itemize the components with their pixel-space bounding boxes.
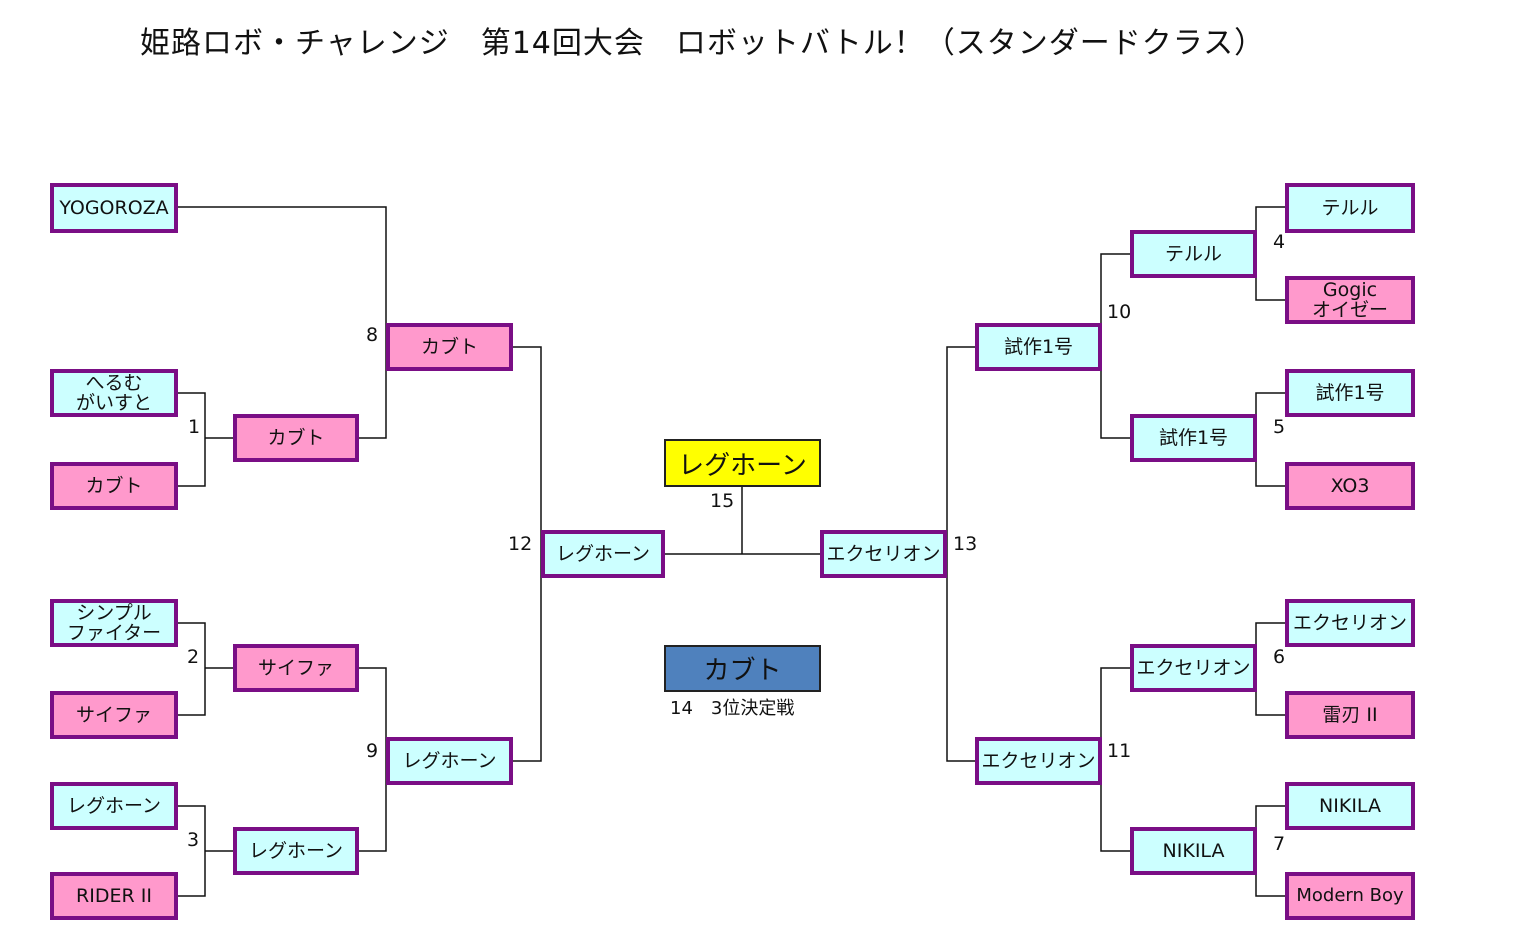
round2-box: エクセリオン <box>1130 644 1257 692</box>
entrant-box: Gogic オイゼー <box>1285 276 1415 324</box>
entrant-box: へるむ がいすと <box>50 369 178 417</box>
bracket-line <box>1100 253 1130 439</box>
match-number: 2 <box>187 646 200 668</box>
match-number: 3 <box>187 829 200 851</box>
bracket-line <box>1255 206 1286 301</box>
semifinal-box-left: レグホーン <box>541 530 665 578</box>
entrant-box: レグホーン <box>50 782 178 830</box>
match-number: 7 <box>1273 833 1286 855</box>
match-number: 15 <box>710 490 735 512</box>
match-number: 10 <box>1107 301 1132 323</box>
round2-box: レグホーン <box>233 827 359 875</box>
entrant-box: RIDER II <box>50 872 178 920</box>
bracket-line <box>178 805 206 897</box>
round3-box: カブト <box>386 323 513 371</box>
match-number: 13 <box>953 533 978 555</box>
match-number: 4 <box>1273 231 1286 253</box>
page-title: 姫路ロボ・チャレンジ 第14回大会 ロボットバトル！（スタンダードクラス） <box>140 26 1266 61</box>
entrant-box: サイファ <box>50 691 178 739</box>
round2-box: NIKILA <box>1130 827 1257 875</box>
bracket-line <box>178 392 206 487</box>
round2-box: カブト <box>233 414 359 462</box>
round2-box: サイファ <box>233 644 359 692</box>
entrant-box: 試作1号 <box>1285 369 1415 417</box>
entrant-box: 雷刃 II <box>1285 691 1415 739</box>
entrant-box: NIKILA <box>1285 782 1415 830</box>
semifinal-box-right: エクセリオン <box>820 530 947 578</box>
match-number: 8 <box>366 324 379 346</box>
third-place-label: 14 3位決定戦 <box>670 698 795 719</box>
third-place-box: カブト <box>664 645 821 692</box>
bracket-line <box>359 347 387 439</box>
bracket-line <box>1255 622 1286 716</box>
round3-box: エクセリオン <box>975 737 1102 785</box>
entrant-box: シンプル ファイター <box>50 599 178 647</box>
bracket-line <box>946 346 975 762</box>
entrant-box: テルル <box>1285 183 1415 233</box>
match-number: 9 <box>366 740 379 762</box>
bracket-line <box>178 206 387 347</box>
entrant-box: エクセリオン <box>1285 599 1415 647</box>
bracket-line <box>1255 392 1286 487</box>
match-number: 12 <box>508 533 533 555</box>
round2-box: テルル <box>1130 230 1257 278</box>
round2-box: 試作1号 <box>1130 414 1257 462</box>
entrant-box: YOGOROZA <box>50 183 178 233</box>
match-number: 11 <box>1107 740 1132 762</box>
entrant-box: Modern Boy <box>1285 872 1415 920</box>
entrant-box: カブト <box>50 462 178 510</box>
match-number: 1 <box>188 416 201 438</box>
bracket-line <box>178 622 206 716</box>
match-number: 6 <box>1273 646 1286 668</box>
round3-box: レグホーン <box>386 737 513 785</box>
round3-box: 試作1号 <box>975 323 1102 371</box>
match-number: 5 <box>1273 416 1286 438</box>
champion-box: レグホーン <box>664 439 821 487</box>
entrant-box: XO3 <box>1285 462 1415 510</box>
